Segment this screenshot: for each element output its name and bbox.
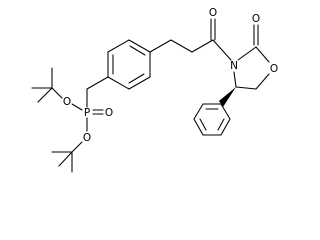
bond — [58, 151, 73, 167]
bond — [107, 76, 130, 90]
bond — [193, 103, 204, 120]
bond-aromatic-inner — [129, 45, 146, 56]
atom-o-ring-carbonyl: O — [252, 13, 260, 25]
bond — [71, 103, 83, 111]
tert-butyl-group-upper — [31, 67, 63, 103]
bond — [235, 86, 257, 90]
bond — [107, 39, 130, 53]
bond — [191, 39, 214, 53]
bond — [37, 87, 53, 103]
bond — [86, 76, 109, 90]
oxazolidinone-ring — [233, 24, 270, 90]
bond — [71, 141, 83, 153]
atom-o-ring: O — [270, 63, 278, 75]
atom-o-phosphoryl: O — [105, 107, 113, 119]
benzene-ring-central — [107, 39, 151, 90]
stereo-wedge-bond — [219, 87, 236, 107]
atom-o-ester-lower: O — [83, 132, 91, 144]
bond — [149, 39, 172, 53]
bond-aromatic-inner — [128, 73, 145, 84]
bond — [128, 39, 151, 53]
atom-o-ketone: O — [209, 7, 217, 19]
bond — [193, 118, 204, 136]
bond — [233, 71, 237, 88]
bond — [170, 39, 193, 53]
bond — [220, 118, 231, 136]
atom-p: P — [84, 107, 90, 119]
bond-aromatic-inner — [199, 118, 207, 131]
atom-o-ester-upper: O — [63, 96, 71, 108]
bond — [255, 46, 270, 63]
bond — [212, 39, 232, 61]
bond-aromatic-inner — [217, 118, 225, 131]
bonds — [31, 18, 270, 173]
bond — [237, 46, 257, 61]
atom-n-ring: N — [230, 60, 238, 72]
benzene-ring-pendant — [193, 103, 231, 136]
tert-butyl-group-lower — [51, 141, 83, 173]
structure-diagram: O O N O P O O O — [31, 7, 278, 173]
atom-labels: O O N O P O O O — [63, 7, 278, 144]
bond — [51, 87, 63, 99]
bond — [255, 73, 270, 90]
bond — [220, 103, 231, 120]
bond — [128, 76, 151, 90]
